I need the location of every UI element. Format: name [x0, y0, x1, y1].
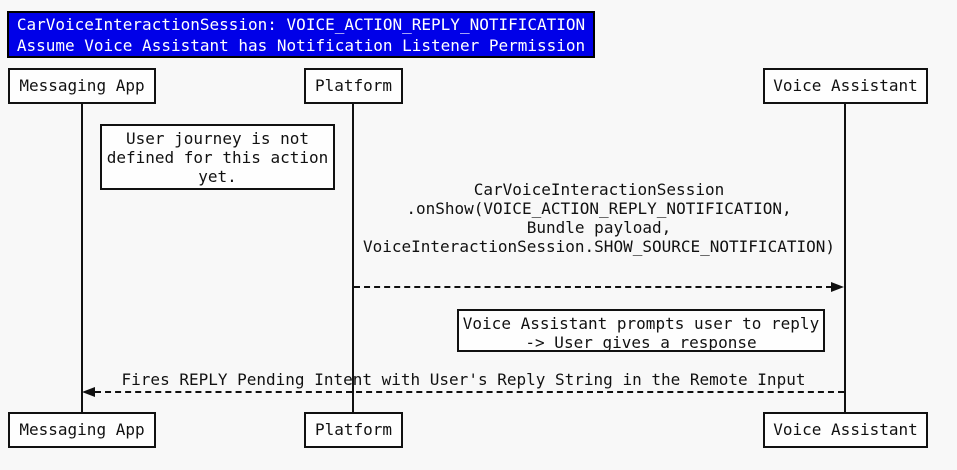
message-onshow-arrowhead — [831, 282, 844, 292]
message-onshow-arrow-line — [354, 286, 832, 288]
diagram-title: CarVoiceInteractionSession: VOICE_ACTION… — [7, 11, 595, 58]
note-user-journey-line1: User journey is not — [125, 129, 310, 148]
note-user-journey-line3: yet. — [198, 167, 237, 186]
message-onshow-line1: CarVoiceInteractionSession — [473, 180, 725, 199]
message-onshow-line3: Bundle payload, — [526, 218, 672, 237]
note-prompt-reply-line2: -> User gives a response — [525, 333, 757, 352]
message-fires-reply-arrowhead — [82, 387, 95, 397]
message-fires-reply-label: Fires REPLY Pending Intent with User's R… — [82, 370, 845, 389]
actor-messaging-app-bottom: Messaging App — [8, 412, 156, 448]
lifeline-messaging-app — [81, 104, 83, 413]
lifeline-voice-assistant — [844, 104, 846, 413]
actor-voice-assistant-top: Voice Assistant — [763, 68, 928, 104]
message-fires-reply-arrow-line — [95, 391, 844, 393]
lifeline-platform — [352, 104, 354, 413]
note-prompt-reply: Voice Assistant prompts user to reply ->… — [457, 309, 825, 352]
note-user-journey-line2: defined for this action — [106, 148, 329, 167]
diagram-title-line2: Assume Voice Assistant has Notification … — [16, 36, 586, 55]
actor-platform-bottom: Platform — [304, 412, 403, 448]
note-prompt-reply-line1: Voice Assistant prompts user to reply — [462, 314, 820, 333]
actor-messaging-app-top: Messaging App — [8, 68, 156, 104]
message-onshow-line2: .onShow(VOICE_ACTION_REPLY_NOTIFICATION, — [406, 199, 792, 218]
actor-voice-assistant-bottom: Voice Assistant — [763, 412, 928, 448]
message-onshow-label: CarVoiceInteractionSession .onShow(VOICE… — [353, 180, 845, 256]
note-user-journey: User journey is not defined for this act… — [100, 124, 335, 190]
message-onshow-line4: VoiceInteractionSession.SHOW_SOURCE_NOTI… — [362, 237, 835, 256]
actor-platform-top: Platform — [304, 68, 403, 104]
diagram-title-line1: CarVoiceInteractionSession: VOICE_ACTION… — [16, 15, 586, 34]
message-fires-reply-line1: Fires REPLY Pending Intent with User's R… — [121, 370, 806, 389]
